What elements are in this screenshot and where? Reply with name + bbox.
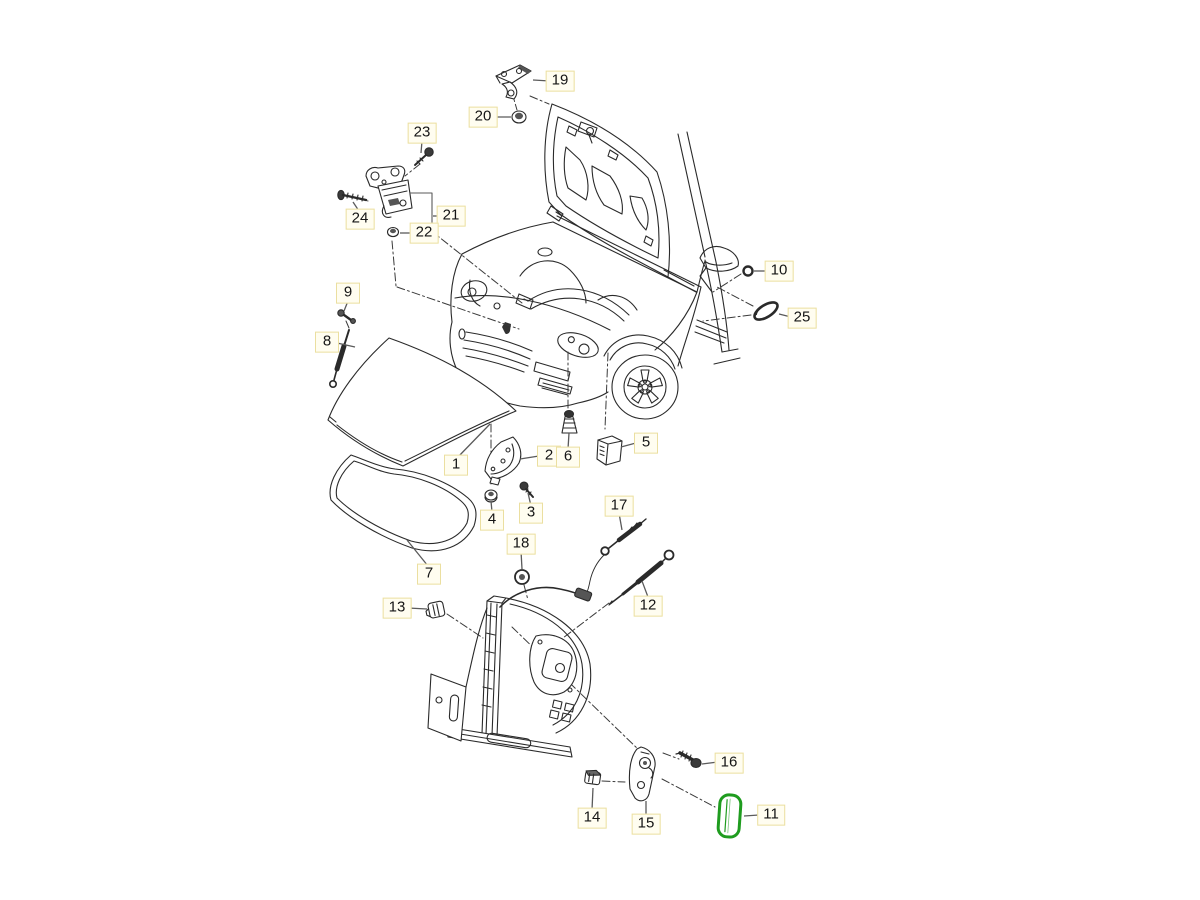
callout-13[interactable]: 13: [382, 597, 412, 619]
callout-19[interactable]: 19: [545, 70, 575, 92]
engine-bay: [450, 215, 702, 351]
callout-11[interactable]: 11: [757, 804, 785, 826]
callout-15[interactable]: 15: [631, 813, 661, 835]
callout-4[interactable]: 4: [480, 509, 504, 531]
callout-17[interactable]: 17: [604, 495, 634, 517]
part-20-grommet-nut[interactable]: [511, 110, 527, 124]
part-4-grommet[interactable]: [484, 489, 498, 503]
part-24-screw[interactable]: [337, 189, 368, 202]
part-6-rubber-buffer[interactable]: [561, 409, 578, 434]
body-shell-section: [427, 586, 593, 758]
callout-21[interactable]: 21: [436, 205, 466, 227]
part-22-nut[interactable]: [386, 226, 400, 238]
callout-16[interactable]: 16: [714, 752, 744, 774]
part-14-clip[interactable]: [584, 769, 602, 786]
callout-20[interactable]: 20: [468, 106, 498, 128]
part-17-release-cable[interactable]: [586, 518, 647, 593]
part-5-control-box[interactable]: [596, 435, 623, 466]
callout-18[interactable]: 18: [506, 533, 536, 555]
open-hood-inner-panel: [544, 103, 697, 293]
part-25-cover-cap[interactable]: [752, 299, 780, 323]
callout-23[interactable]: 23: [407, 122, 437, 144]
callout-8[interactable]: 8: [315, 331, 339, 353]
part-18-grommet[interactable]: [514, 569, 530, 585]
a-pillar-and-mirror: [677, 131, 741, 367]
part-3-screw[interactable]: [519, 481, 534, 498]
part-16-screw[interactable]: [675, 750, 702, 769]
callout-7[interactable]: 7: [417, 563, 441, 585]
callout-6[interactable]: 6: [556, 446, 580, 468]
callout-12[interactable]: 12: [633, 595, 663, 617]
part-21-lock-assembly[interactable]: [365, 165, 433, 241]
callout-9[interactable]: 9: [336, 282, 360, 304]
callout-25[interactable]: 25: [787, 307, 817, 329]
callout-14[interactable]: 14: [577, 807, 607, 829]
callout-24[interactable]: 24: [345, 208, 375, 230]
part-15-latch-bracket[interactable]: [628, 746, 656, 802]
callout-1[interactable]: 1: [444, 454, 468, 476]
car-body-illustration: [449, 103, 741, 420]
part-11-handle-highlighted[interactable]: [716, 793, 743, 839]
part-9-ball-stud[interactable]: [337, 309, 356, 324]
part-23-screw[interactable]: [414, 147, 434, 166]
callout-10[interactable]: 10: [764, 260, 794, 282]
part-7-hood-seal[interactable]: [329, 454, 477, 552]
callout-5[interactable]: 5: [634, 432, 658, 454]
part-1-hood-panel[interactable]: [327, 337, 517, 467]
part-13-clip[interactable]: [425, 600, 446, 619]
part-12-release-cable-rear[interactable]: [608, 549, 675, 606]
part-10-grommet[interactable]: [742, 265, 754, 277]
front-wheel: [603, 334, 683, 420]
callout-22[interactable]: 22: [409, 222, 439, 244]
callout-3[interactable]: 3: [519, 502, 543, 524]
part-2-bracket[interactable]: [484, 436, 522, 486]
part-19-hinge[interactable]: [495, 64, 532, 100]
front-fascia: [449, 321, 609, 409]
